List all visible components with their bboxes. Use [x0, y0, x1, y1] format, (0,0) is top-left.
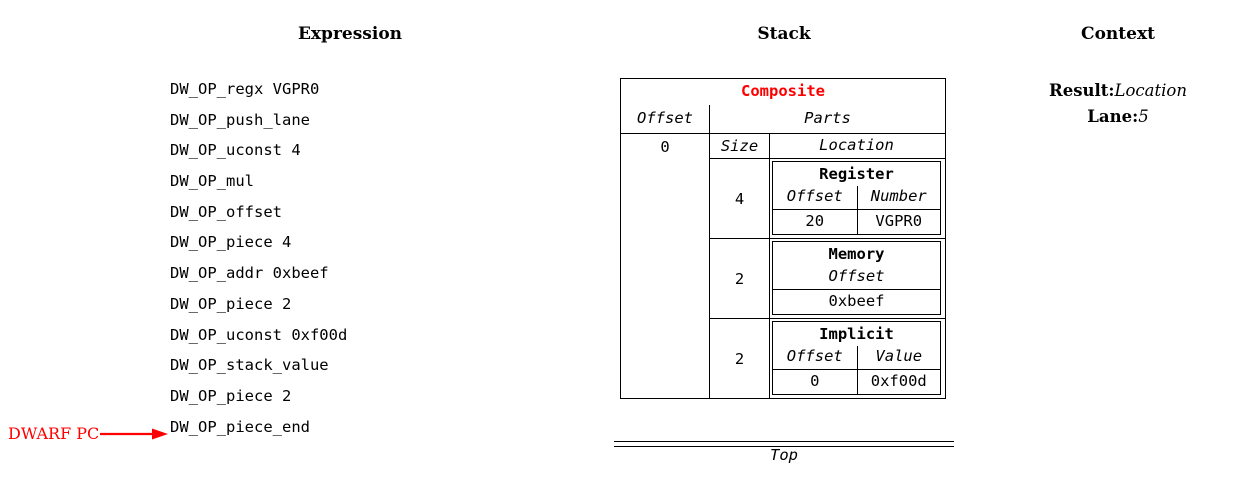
expression-line: DW_OP_addr 0xbeef	[170, 264, 329, 283]
part-size: 2	[710, 239, 770, 318]
composite-offset-header: Offset	[621, 105, 709, 134]
expression-line: DW_OP_piece 4	[170, 233, 292, 252]
location-field-header: Offset	[828, 267, 885, 285]
location-field-values: 20 VGPR0	[773, 210, 940, 234]
parts-subheader-row: Size Location	[710, 134, 945, 159]
dwarf-pc-label: DWARF PC	[8, 424, 100, 443]
column-header-context: Context	[1081, 24, 1155, 44]
stack-entry-composite: Composite Offset 0 Parts Size Location 4…	[620, 78, 946, 399]
context-block: Result:Location Lane:5	[968, 78, 1241, 130]
location-kind: Memory	[828, 245, 885, 263]
location-kind: Register	[819, 165, 894, 183]
location-field-header: Offset	[786, 187, 843, 205]
location-box-implicit: Implicit Offset Value 0 0xf00d	[772, 321, 941, 395]
expression-line: DW_OP_stack_value	[170, 356, 329, 375]
expression-line: DW_OP_uconst 4	[170, 141, 301, 160]
stack-base-rule	[614, 441, 954, 447]
table-row: 4 Register Offset Number 20 VGPR0	[710, 159, 945, 239]
part-location-cell: Implicit Offset Value 0 0xf00d	[770, 319, 945, 398]
location-field-headers: Offset	[773, 266, 940, 290]
table-row: 2 Memory Offset 0xbeef	[710, 239, 945, 319]
context-key: Result:	[1049, 81, 1115, 100]
column-header-stack: Stack	[757, 24, 811, 44]
location-box-register: Register Offset Number 20 VGPR0	[772, 161, 941, 235]
expression-line: DW_OP_uconst 0xf00d	[170, 325, 348, 344]
expression-line: DW_OP_piece 2	[170, 294, 292, 313]
location-field-header: Value	[856, 346, 941, 369]
parts-location-header: Location	[819, 136, 894, 154]
dwarf-pc-marker: DWARF PC	[8, 424, 170, 443]
stack-top-label: Top	[770, 446, 798, 464]
part-size: 4	[710, 159, 770, 238]
part-size: 2	[710, 319, 770, 398]
expression-list: DW_OP_regx VGPR0 DW_OP_push_lane DW_OP_u…	[170, 74, 347, 442]
column-header-expression: Expression	[297, 24, 403, 44]
composite-body: Offset 0 Parts Size Location 4 Register …	[621, 105, 945, 398]
location-kind: Implicit	[819, 325, 894, 343]
expression-line: DW_OP_piece_end	[170, 417, 310, 436]
location-field-value: 0xf00d	[856, 370, 941, 394]
composite-offset-column: Offset 0	[621, 105, 710, 398]
context-value: Location	[1114, 81, 1187, 100]
location-field-value: 0	[810, 372, 820, 390]
location-field-headers: Offset Number	[773, 186, 940, 210]
part-location-cell: Memory Offset 0xbeef	[770, 239, 945, 318]
expression-line: DW_OP_push_lane	[170, 110, 310, 129]
expression-line: DW_OP_piece 2	[170, 386, 292, 405]
composite-parts-column: Parts Size Location 4 Register Offset Nu…	[710, 105, 945, 398]
context-value: 5	[1138, 107, 1149, 126]
composite-parts-header: Parts	[710, 105, 945, 134]
context-row-result: Result:Location	[968, 78, 1241, 104]
location-field-header: Offset	[786, 347, 843, 365]
context-row-lane: Lane:5	[968, 104, 1241, 130]
location-field-value: 0xbeef	[828, 292, 885, 310]
composite-offset-value: 0	[660, 138, 670, 156]
location-field-header: Number	[856, 186, 941, 209]
expression-line: DW_OP_offset	[170, 202, 282, 221]
location-field-values: 0 0xf00d	[773, 370, 940, 394]
location-field-value: 20	[805, 212, 825, 230]
location-box-memory: Memory Offset 0xbeef	[772, 241, 941, 315]
table-row: 2 Implicit Offset Value 0 0xf00d	[710, 319, 945, 398]
context-key: Lane:	[1087, 107, 1139, 126]
expression-line: DW_OP_regx VGPR0	[170, 80, 320, 98]
parts-size-header: Size	[710, 134, 770, 158]
expression-line: DW_OP_mul	[170, 172, 254, 191]
arrow-right-icon	[100, 428, 169, 439]
location-field-values: 0xbeef	[773, 290, 940, 314]
composite-title: Composite	[741, 82, 825, 100]
part-location-cell: Register Offset Number 20 VGPR0	[770, 159, 945, 238]
location-field-value: VGPR0	[856, 210, 941, 234]
location-field-headers: Offset Value	[773, 346, 940, 370]
